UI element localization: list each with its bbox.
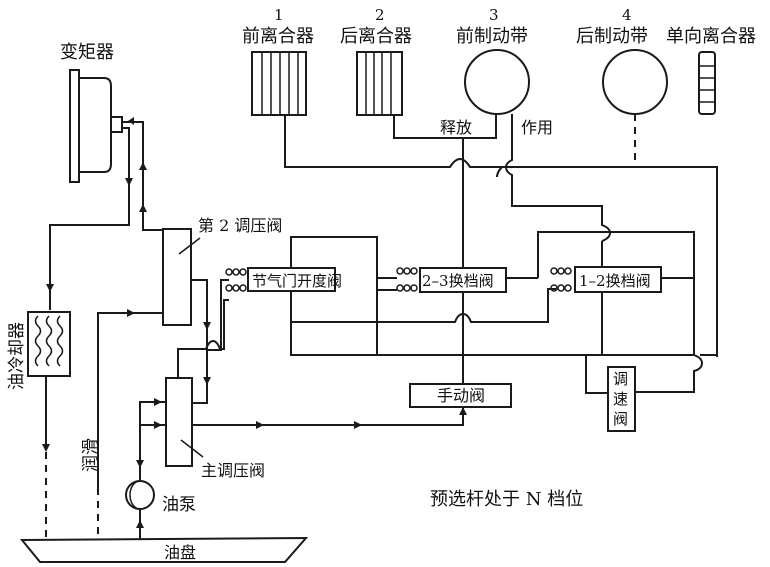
shift-lower-line <box>291 288 556 323</box>
shift-valve-23-label: 2–3换档阀 <box>422 272 494 290</box>
torque-converter-body <box>79 77 112 173</box>
oil-pan <box>19 536 309 563</box>
second-regulator-pointer <box>178 237 201 255</box>
lubrication-label: 润滑 <box>81 438 101 472</box>
shift-12-upper-loop <box>537 231 695 355</box>
governor-valve-label: 调 速 阀 <box>613 370 633 428</box>
front-brake-apply-label: 作用 <box>521 118 553 137</box>
governor-left-line <box>585 355 607 394</box>
oil-pump <box>125 480 155 510</box>
throttle-valve-spring <box>225 268 247 292</box>
pump-feed-line <box>139 401 166 480</box>
manual-valve-label: 手动阀 <box>437 386 485 405</box>
governor-valve-char: 阀 <box>613 410 628 428</box>
oil-pan-label: 油盘 <box>164 543 196 562</box>
governor-valve-char: 调 <box>613 370 628 388</box>
front-brake-band-number: 3 <box>489 6 499 24</box>
main-to-second-regulator-line <box>192 300 208 404</box>
rear-brake-band-label: 后制动带 <box>576 26 648 47</box>
main-regulator-label: 主调压阀 <box>201 461 265 480</box>
torque-converter-port <box>110 116 123 133</box>
front-clutch-line <box>284 115 505 178</box>
oil-cooler-coils <box>34 315 64 367</box>
torque-converter <box>69 69 123 183</box>
throttle-loop-line <box>290 236 378 356</box>
main-regulator-pointer <box>180 439 204 458</box>
rear-clutch <box>356 51 403 116</box>
main-regulator-valve <box>165 377 193 467</box>
rear-clutch-label: 后离合器 <box>340 26 412 47</box>
torque-converter-plate <box>69 69 80 183</box>
front-brake-band-label: 前制动带 <box>456 26 528 47</box>
rear-clutch-line <box>393 114 497 139</box>
manual-valve <box>409 383 512 408</box>
main-top-line <box>502 166 718 357</box>
shift-valve-23-spring <box>396 267 418 292</box>
governor-valve-char: 速 <box>613 390 628 408</box>
front-brake-band <box>464 49 530 115</box>
throttle-valve <box>247 267 336 292</box>
converter-return-line <box>49 127 130 310</box>
torque-converter-label: 变矩器 <box>60 42 114 63</box>
second-regulator-label: 第 2 调压阀 <box>198 216 282 235</box>
main-bottom-line <box>291 354 704 393</box>
second-regulator-valve <box>162 228 192 326</box>
one-way-clutch <box>698 51 716 115</box>
diagram-caption: 预选杆处于 N 档位 <box>430 489 583 510</box>
oil-pump-label: 油泵 <box>162 495 196 515</box>
front-clutch-label: 前离合器 <box>242 26 314 47</box>
governor-valve <box>607 366 636 432</box>
front-clutch-number: 1 <box>274 6 284 24</box>
rear-brake-band <box>602 49 668 115</box>
front-brake-release-label: 释放 <box>440 118 472 137</box>
shift-valve-12-spring <box>550 267 572 292</box>
main-to-manual-line <box>192 407 464 426</box>
rear-brake-band-number: 4 <box>622 6 632 24</box>
one-way-clutch-label: 单向离合器 <box>666 26 756 47</box>
rear-clutch-number: 2 <box>375 6 385 24</box>
lubrication-feed-line <box>97 312 163 493</box>
front-clutch <box>251 51 307 116</box>
oil-cooler <box>27 311 71 377</box>
shift-valve-23 <box>419 267 507 293</box>
shift-valve-12 <box>574 266 662 293</box>
shift-valve-12-label: 1–2换档阀 <box>579 272 651 290</box>
throttle-valve-label: 节气门开度阀 <box>252 272 342 290</box>
brake-apply-line <box>504 114 612 242</box>
oil-cooler-label: 油冷却器 <box>7 322 27 390</box>
